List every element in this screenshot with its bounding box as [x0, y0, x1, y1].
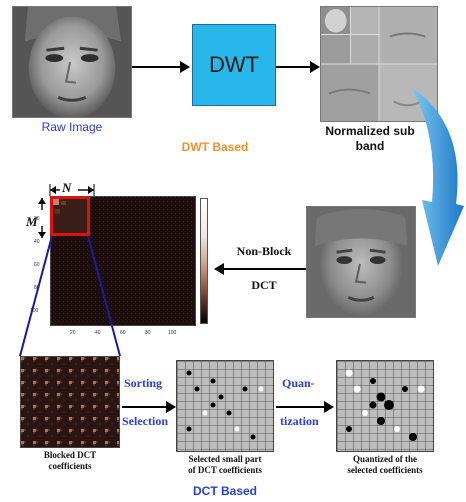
- subband-image: [320, 6, 438, 122]
- m-dimension-label: M: [26, 214, 38, 229]
- quan-label: Quan-: [282, 376, 315, 390]
- subband-label-1: Normalized sub: [325, 124, 415, 138]
- sorting-label: Sorting: [124, 376, 163, 390]
- selected-label-1: Selected small part: [188, 454, 262, 464]
- dwt-based-label: DWT Based: [181, 140, 249, 154]
- curved-arrow-icon: [412, 88, 464, 266]
- arrow-quantization: [276, 401, 334, 413]
- heatmap-y-tick: 100: [30, 308, 39, 314]
- heatmap-y-tick: 80: [34, 285, 40, 291]
- selected-coefficients-grid: [176, 360, 274, 452]
- dwt-box-label: DWT: [208, 52, 260, 77]
- quantized-label-1: Quantized of the: [353, 454, 417, 464]
- heatmap-x-tick: 20: [70, 330, 76, 336]
- blocked-dct-label-1: Blocked DCT: [43, 450, 97, 460]
- raw-image-label: Raw Image: [41, 120, 103, 134]
- zoom-lines: [19, 235, 121, 357]
- raw-face-image: [12, 6, 132, 118]
- heatmap-x-tick: 80: [145, 330, 151, 336]
- heatmap-y-tick: 60: [34, 262, 40, 268]
- blocked-dct-label-2: coefficients: [48, 461, 92, 471]
- n-dimension-arrow: [49, 184, 95, 196]
- nonblock-dct-label-2: DCT: [251, 278, 277, 292]
- subband-face-image: [306, 206, 416, 318]
- nonblock-dct-label-1: Non-Block: [236, 244, 292, 258]
- heatmap-y-tick: 20: [34, 216, 40, 222]
- arrow-raw-to-dwt: [132, 61, 190, 73]
- quantized-coefficients-grid: [336, 360, 434, 452]
- heatmap-x-tick: 40: [95, 330, 101, 336]
- m-dimension-arrow: [38, 198, 46, 238]
- n-dimension-label: N: [62, 180, 72, 195]
- selection-label: Selection: [122, 414, 168, 428]
- blocked-dct-image: [20, 356, 120, 448]
- heatmap-colorbar: [200, 198, 208, 324]
- dct-based-label: DCT Based: [192, 484, 257, 498]
- heatmap-x-tick: 60: [120, 330, 126, 336]
- heatmap-y-tick: 40: [34, 239, 40, 245]
- dwt-box: DWT: [192, 24, 276, 106]
- dct-heatmap: [50, 196, 196, 326]
- arrow-sorting: [122, 401, 176, 413]
- selection-box-red: [50, 196, 90, 236]
- tization-label: tization: [280, 414, 319, 428]
- heatmap-x-tick: 100: [168, 330, 177, 336]
- arrow-face-to-heatmap: [214, 263, 306, 275]
- subband-label-2: band: [355, 139, 385, 153]
- quantized-label-2: selected coefficients: [347, 465, 423, 475]
- selected-label-2: of DCT coefficients: [188, 465, 262, 475]
- arrow-dwt-to-subband: [276, 61, 320, 73]
